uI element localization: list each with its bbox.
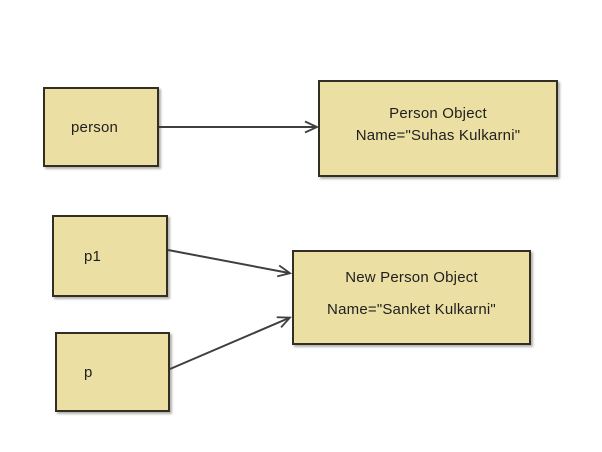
variable-label-person: person xyxy=(71,118,119,136)
variable-box-p1: p1 xyxy=(52,215,168,297)
object-box-new-person-object: New Person Object Name="Sanket Kulkarni" xyxy=(292,250,531,345)
arrow-p1-to-new-person-object xyxy=(167,249,293,278)
object-title-new-person-object: New Person Object xyxy=(345,268,478,286)
arrow-p-to-new-person-object xyxy=(169,316,292,370)
variable-box-person: person xyxy=(43,87,159,167)
object-title-person-object: Person Object xyxy=(389,104,487,122)
variable-label-p: p xyxy=(84,363,93,381)
object-box-person-object: Person Object Name="Suhas Kulkarni" xyxy=(318,80,558,177)
object-name-line-person-object: Name="Suhas Kulkarni" xyxy=(355,126,521,144)
variable-box-p: p xyxy=(55,332,170,412)
variable-label-p1: p1 xyxy=(84,247,102,265)
object-name-line-new-person-object: Name="Sanket Kulkarni" xyxy=(327,300,496,318)
